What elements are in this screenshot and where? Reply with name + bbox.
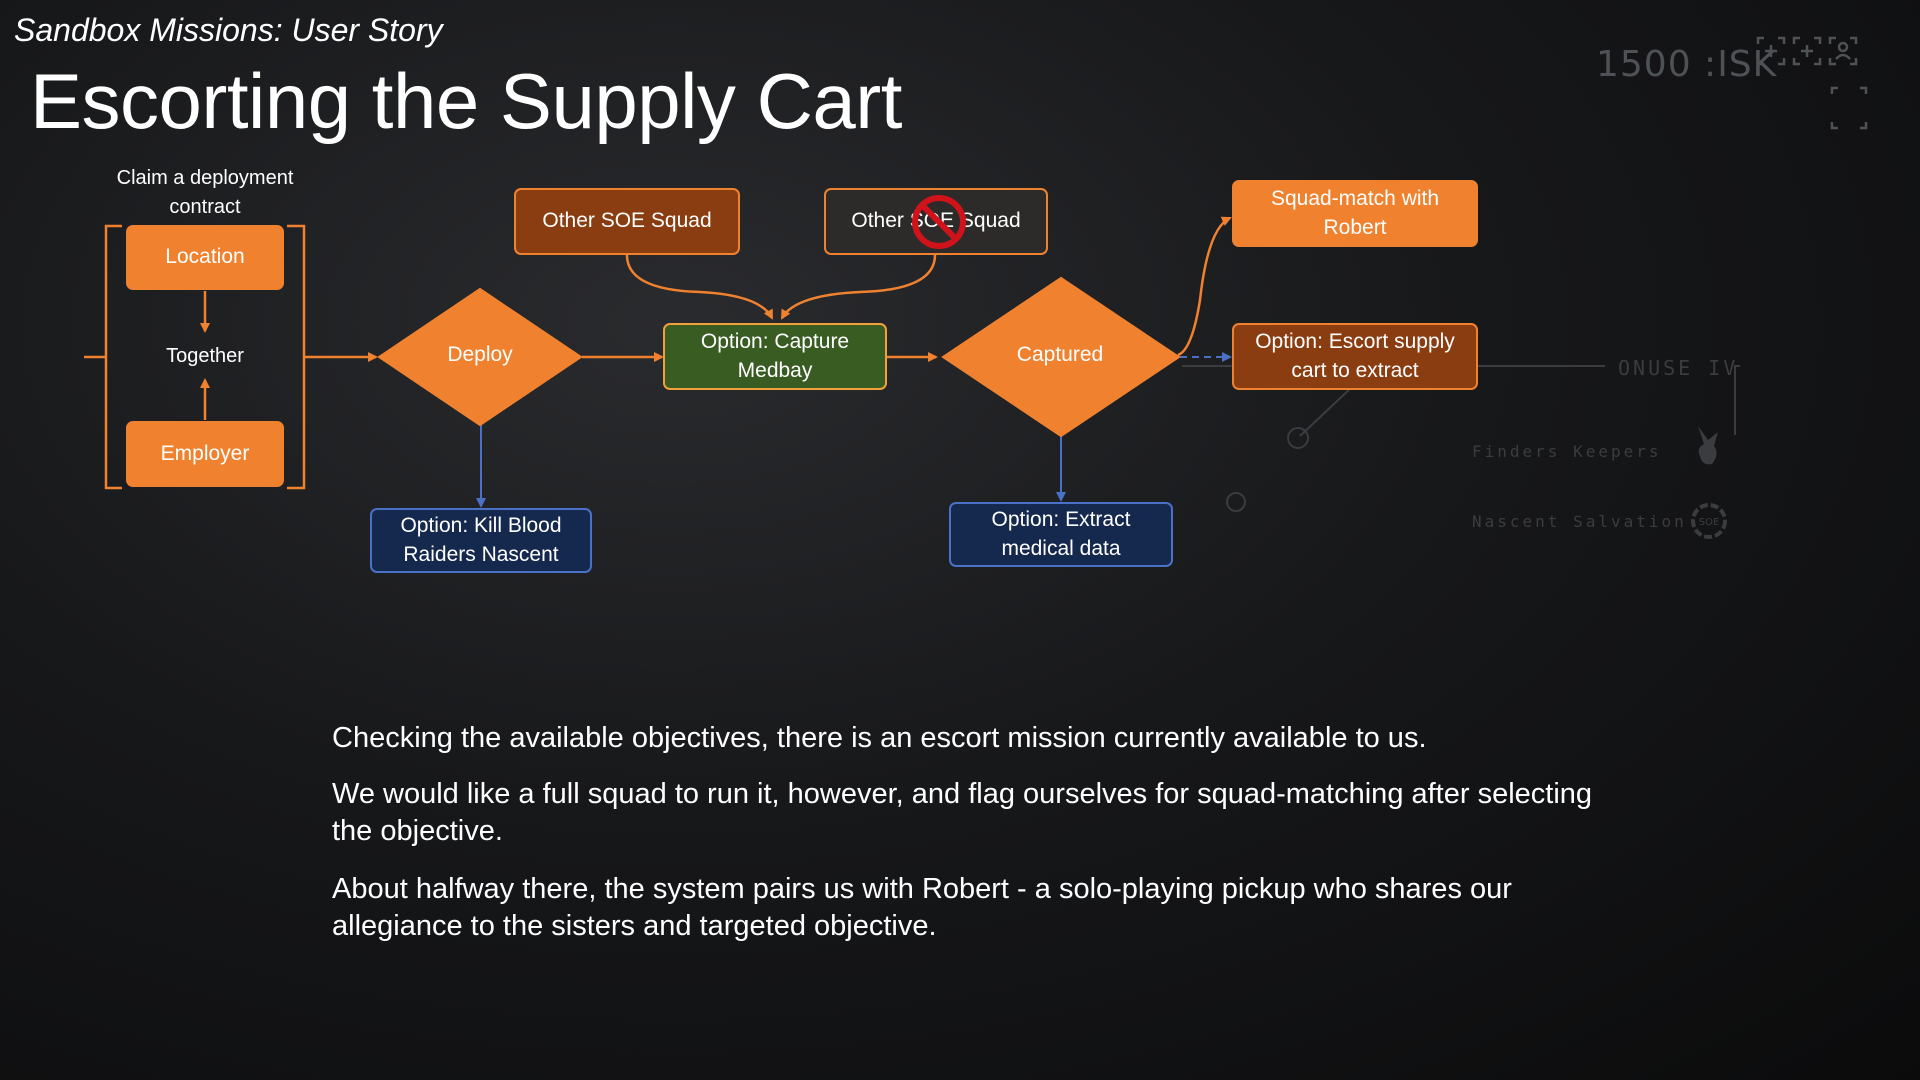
prohibited-icon — [910, 193, 968, 256]
deploy-label: Deploy — [447, 343, 513, 366]
hud-item-nascent: Nascent Salvation — [1472, 512, 1687, 531]
kill-blood-raiders-node: Option: Kill Blood Raiders Nascent — [370, 508, 592, 573]
slide-title: Escorting the Supply Cart — [30, 57, 902, 145]
captured-diamond — [941, 276, 1181, 438]
extract-medical-data-node: Option: Extract medical data — [949, 502, 1173, 567]
squad-match-node: Squad-match with Robert — [1232, 180, 1478, 247]
other-soe-squad-node: Other SOE Squad — [514, 188, 740, 255]
svg-text:SOE: SOE — [1699, 517, 1720, 528]
isk-readout: 1500 :ISK — [1596, 44, 1778, 85]
body-paragraph-1: Checking the available objectives, there… — [332, 722, 1427, 754]
deploy-diamond — [377, 287, 583, 427]
body-paragraph-3: About halfway there, the system pairs us… — [332, 873, 1512, 942]
location-node: Location — [126, 225, 284, 290]
claim-contract-label: Claim a deployment contract — [116, 167, 294, 218]
body-paragraph-2: We would like a full squad to run it, ho… — [332, 778, 1593, 847]
hud-location-label: ONUSE IV — [1618, 356, 1739, 380]
escort-supply-cart-node: Option: Escort supply cart to extract — [1232, 323, 1478, 390]
employer-node: Employer — [126, 421, 284, 487]
capture-medbay-node: Option: Capture Medbay — [663, 323, 887, 390]
together-label: Together — [166, 345, 244, 367]
slide-subtitle: Sandbox Missions: User Story — [14, 12, 443, 48]
hud-corner-icons — [1752, 36, 1872, 141]
soe-emblem-icon: SOE — [1690, 502, 1728, 545]
hud-item-finders: Finders Keepers — [1472, 442, 1662, 461]
rabbit-icon — [1690, 424, 1726, 473]
captured-label: Captured — [1016, 343, 1104, 366]
